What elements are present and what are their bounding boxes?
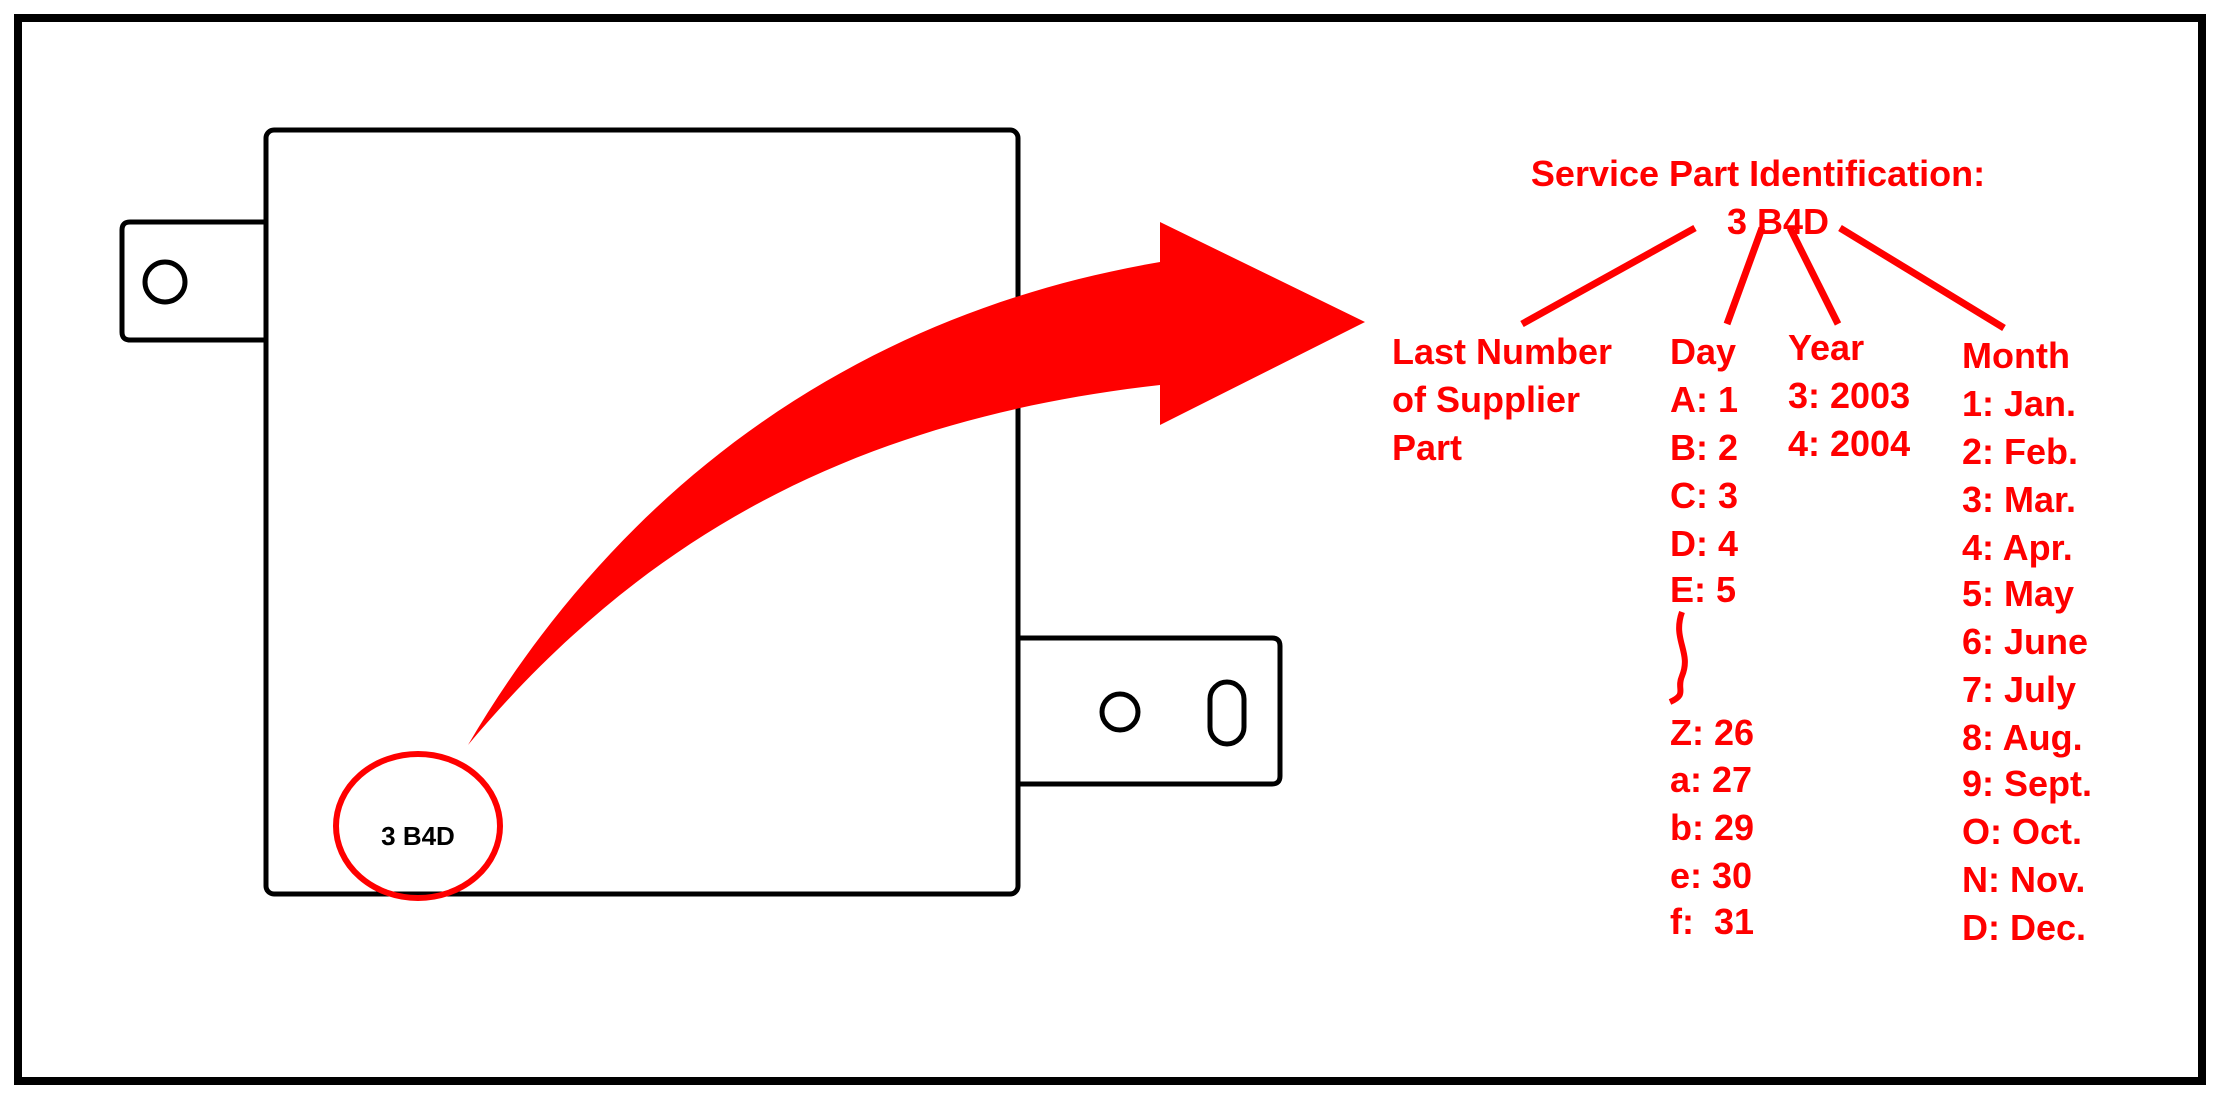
month-entry: 2: Feb. — [1962, 431, 2078, 472]
day-entry: e: 30 — [1670, 855, 1752, 896]
month-entry: D: Dec. — [1962, 907, 2086, 948]
code-branch-lines — [1520, 224, 2006, 331]
curved-arrow-icon — [468, 222, 1365, 745]
year-entry: 3: 2003 — [1788, 375, 1910, 416]
year-entry: 4: 2004 — [1788, 423, 1910, 464]
day-entry: Z: 26 — [1670, 712, 1754, 753]
right-tab-hole-icon — [1099, 691, 1141, 733]
supplier-title-line: Part — [1392, 427, 1462, 468]
day-entry: E: 5 — [1670, 569, 1736, 610]
month-entry: O: Oct. — [1962, 811, 2082, 852]
outer-frame — [14, 14, 2206, 1085]
right-tab-slot-icon — [1207, 679, 1247, 747]
month-entry: N: Nov. — [1962, 859, 2085, 900]
day-entry: C: 3 — [1670, 475, 1738, 516]
break-squiggle-icon — [1668, 610, 1688, 705]
month-entry: 7: July — [1962, 669, 2076, 710]
marking-highlight-circle — [333, 751, 503, 901]
month-entry: 3: Mar. — [1962, 479, 2076, 520]
year-column: Year 3: 2003 4: 2004 — [1788, 327, 1910, 464]
month-entry: 1: Jan. — [1962, 383, 2076, 424]
day-entry: B: 2 — [1670, 427, 1738, 468]
branch-line-month — [1838, 225, 2006, 331]
diagram-heading: Service Part Identification: — [1531, 153, 1985, 194]
part-marking-label: 3 B4D — [381, 821, 455, 851]
code-value: 3 B4D — [1727, 201, 1829, 242]
module-illustration — [119, 127, 1283, 897]
branch-line-day — [1723, 226, 1766, 326]
month-entry: 4: Apr. — [1962, 527, 2073, 568]
module-body — [263, 127, 1021, 897]
branch-line-year — [1786, 226, 1842, 326]
branch-line-supplier — [1520, 224, 1697, 328]
supplier-title-line: Last Number — [1392, 331, 1612, 372]
day-entry: b: 29 — [1670, 807, 1754, 848]
left-mounting-tab — [119, 219, 266, 343]
day-entry: D: 4 — [1670, 523, 1738, 564]
day-column: Day A: 1 B: 2 C: 3 D: 4 E: 5 Z: 26 a: 27… — [1668, 331, 1754, 942]
right-mounting-tab — [1018, 635, 1283, 787]
month-entry: 9: Sept. — [1962, 763, 2092, 804]
month-entry: 6: June — [1962, 621, 2088, 662]
month-entry: 8: Aug. — [1962, 717, 2083, 758]
left-tab-hole-icon — [142, 259, 188, 305]
day-title: Day — [1670, 331, 1736, 372]
supplier-column: Last Number of Supplier Part — [1392, 331, 1612, 468]
day-entry: a: 27 — [1670, 759, 1752, 800]
day-entry: f: 31 — [1670, 901, 1754, 942]
day-entry: A: 1 — [1670, 379, 1738, 420]
month-title: Month — [1962, 335, 2070, 376]
month-column: Month 1: Jan. 2: Feb. 3: Mar. 4: Apr. 5:… — [1962, 335, 2092, 948]
month-entry: 5: May — [1962, 573, 2074, 614]
year-title: Year — [1788, 327, 1864, 368]
supplier-title-line: of Supplier — [1392, 379, 1580, 420]
